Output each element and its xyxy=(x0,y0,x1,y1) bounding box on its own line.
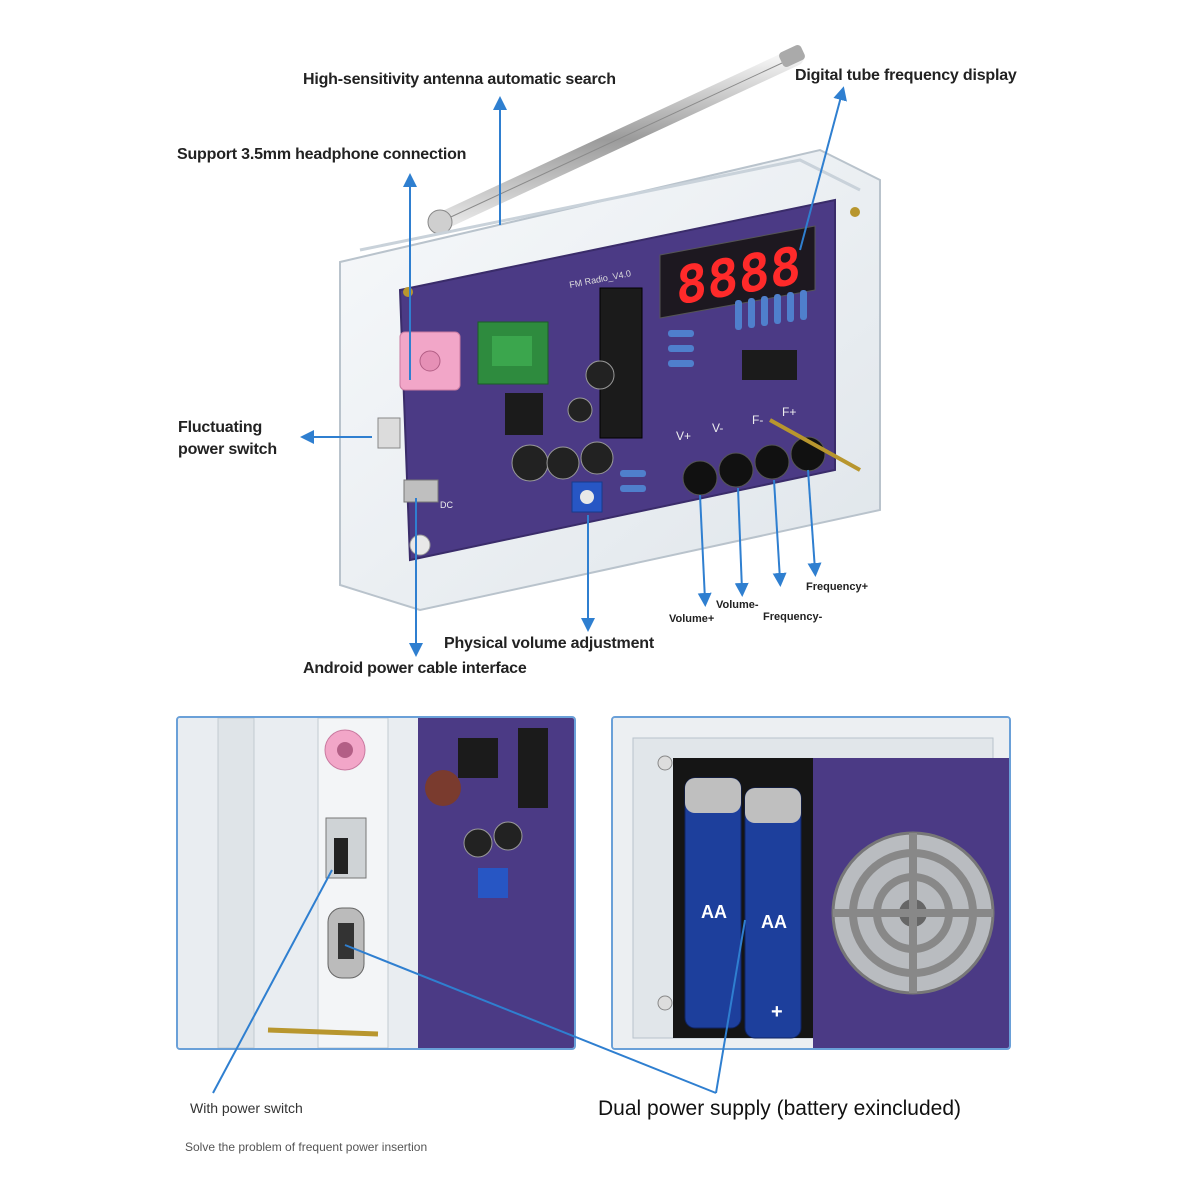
dc-port xyxy=(403,479,439,503)
label-display: Digital tube frequency display xyxy=(795,67,1017,84)
svg-text:F+: F+ xyxy=(782,405,796,419)
capacitors xyxy=(511,360,615,482)
label-with-switch: With power switch xyxy=(190,1100,303,1116)
board-buttons: V+ V- F- F+ xyxy=(676,405,826,496)
svg-text:F-: F- xyxy=(752,413,763,427)
svg-text:V+: V+ xyxy=(676,429,691,443)
speaker-icon xyxy=(831,831,995,995)
label-dual-power: Dual power supply (battery exincluded) xyxy=(598,1097,962,1120)
annotation-arrows xyxy=(300,86,847,657)
label-antenna: High-sensitivity antenna automatic searc… xyxy=(303,71,616,88)
svg-text:+: + xyxy=(771,1001,783,1023)
label-frequency-plus: Frequency+ xyxy=(806,581,869,593)
svg-text:AA: AA xyxy=(701,902,727,922)
label-volume-adjust: Physical volume adjustment xyxy=(444,635,654,652)
radio-illustration: 8888 FM Radio_V4.0 V+ V- xyxy=(300,44,881,657)
label-solve-note: Solve the problem of frequent power inse… xyxy=(185,1140,428,1154)
label-frequency-minus: Frequency- xyxy=(763,611,823,623)
label-volume-plus: Volume+ xyxy=(669,613,715,625)
side-view-photo xyxy=(176,716,576,1050)
resistors xyxy=(620,290,807,492)
svg-text:AA: AA xyxy=(761,912,787,932)
svg-text:DC: DC xyxy=(440,500,453,510)
svg-text:V-: V- xyxy=(712,421,723,435)
label-android-cable: Android power cable interface xyxy=(303,660,527,677)
label-headphone: Support 3.5mm headphone connection xyxy=(177,146,467,163)
label-power-switch-line1: Fluctuating xyxy=(178,419,263,436)
power-switch xyxy=(377,417,401,449)
label-volume-minus: Volume- xyxy=(716,599,759,611)
label-power-switch-line2: power switch xyxy=(178,441,277,458)
battery-view-photo: AA AA + xyxy=(611,716,1011,1050)
